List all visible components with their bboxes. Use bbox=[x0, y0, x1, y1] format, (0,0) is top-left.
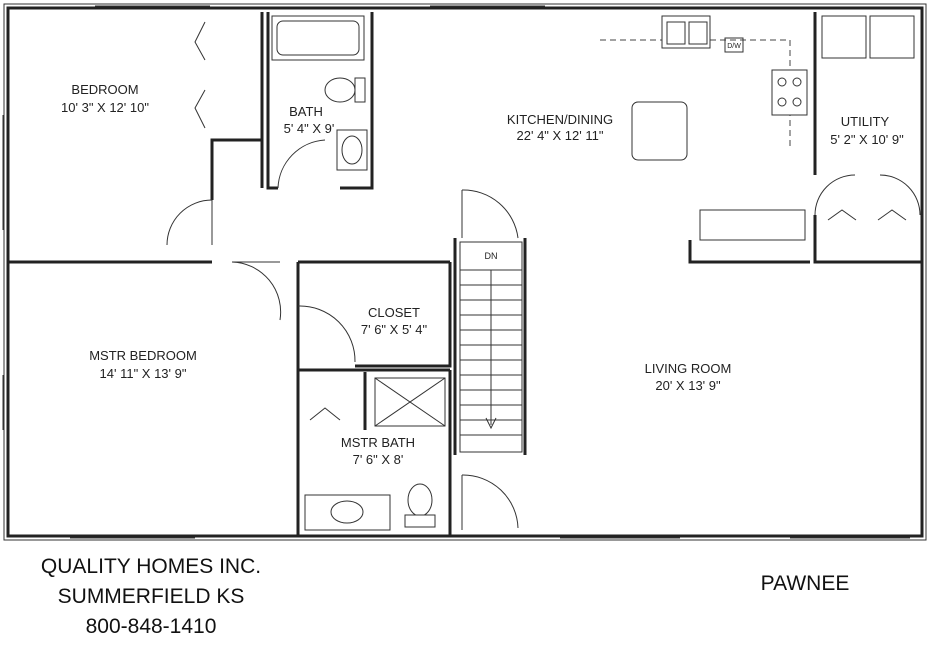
bath-toilet bbox=[324, 77, 366, 103]
utility-dims: 5' 2" X 10' 9" bbox=[830, 132, 904, 147]
kitchen-counter bbox=[600, 15, 808, 150]
bathtub bbox=[271, 15, 365, 61]
company-phone: 800-848-1410 bbox=[85, 615, 217, 638]
interior-walls bbox=[8, 12, 922, 536]
utility-name: UTILITY bbox=[841, 114, 890, 129]
living-room-name: LIVING ROOM bbox=[645, 361, 732, 376]
kitchen-name: KITCHEN/DINING bbox=[507, 112, 613, 127]
company-name: QUALITY HOMES INC. bbox=[40, 555, 262, 578]
kitchen-island bbox=[631, 101, 688, 161]
company-city: SUMMERFIELD KS bbox=[57, 585, 245, 608]
doors bbox=[166, 21, 921, 530]
exterior-walls bbox=[2, 3, 927, 541]
master-bath-name: MSTR BATH bbox=[341, 435, 415, 450]
dishwasher-label: D/W bbox=[727, 43, 741, 50]
master-bedroom-dims: 14' 11" X 13' 9" bbox=[100, 366, 187, 381]
bath-sink bbox=[336, 129, 368, 171]
stairs-down-label: DN bbox=[485, 251, 498, 261]
master-bath-toilet bbox=[404, 483, 436, 528]
closet-name: CLOSET bbox=[368, 305, 420, 320]
staircase bbox=[459, 241, 523, 453]
bath-dims: 5' 4" X 9' bbox=[284, 121, 335, 136]
living-room-dims: 20' X 13' 9" bbox=[655, 378, 721, 393]
master-bath-dims: 7' 6" X 8' bbox=[353, 452, 404, 467]
shower bbox=[374, 377, 446, 427]
washer-dryer bbox=[821, 15, 915, 59]
model-name: PAWNEE bbox=[760, 572, 850, 595]
bedroom-name: BEDROOM bbox=[71, 82, 138, 97]
kitchen-bar bbox=[699, 209, 806, 241]
master-bath-sink bbox=[304, 494, 391, 531]
master-bedroom-name: MSTR BEDROOM bbox=[89, 348, 197, 363]
bath-name: BATH bbox=[289, 104, 323, 119]
bedroom-dims: 10' 3" X 12' 10" bbox=[61, 100, 149, 115]
kitchen-dims: 22' 4" X 12' 11" bbox=[517, 128, 604, 143]
closet-dims: 7' 6" X 5' 4" bbox=[361, 322, 428, 337]
